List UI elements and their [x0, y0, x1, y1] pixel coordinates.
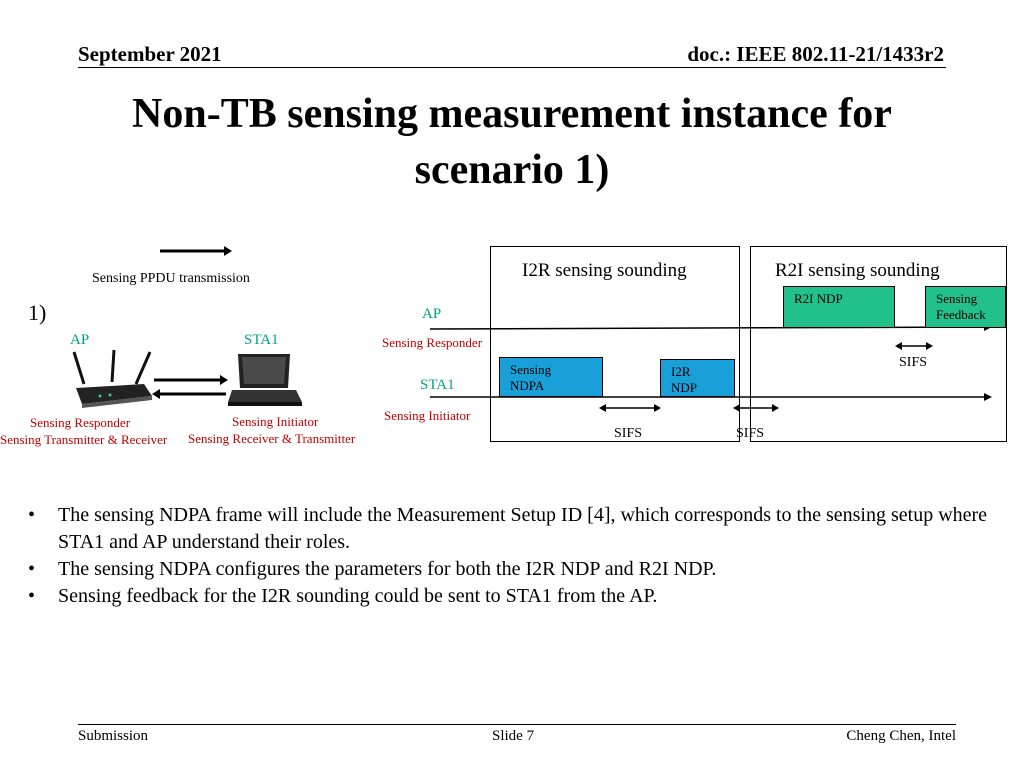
slide-title: Non-TB sensing measurement instance for …	[0, 86, 1024, 198]
i2r-ndp-line2: NDP	[671, 380, 698, 395]
i2r-ndp-frame: I2R NDP	[660, 359, 735, 397]
sensing-feedback-line2: Feedback	[936, 307, 986, 322]
footer-left: Submission	[78, 728, 149, 744]
bullet-item: •The sensing NDPA configures the paramet…	[28, 558, 717, 580]
sifs-label-1: SIFS	[614, 426, 643, 441]
header-date: September 2021	[78, 42, 222, 66]
sifs-marker-3-icon	[895, 342, 933, 350]
header-divider	[78, 67, 946, 68]
footer-divider	[78, 724, 956, 725]
footer-author: Cheng Chen, Intel	[846, 728, 956, 744]
legend-arrow-icon	[160, 246, 232, 256]
bullet-item: •Sensing feedback for the I2R sounding c…	[28, 585, 658, 607]
sifs-marker-2-icon	[733, 404, 779, 412]
bullet-text-1: The sensing NDPA frame will include the …	[58, 504, 988, 553]
scenario-number: 1)	[28, 300, 47, 325]
r2i-ndp-label: R2I NDP	[794, 291, 843, 306]
ap-time-axis	[430, 326, 987, 330]
scenario-sta-role2: Sensing Receiver & Transmitter	[188, 431, 356, 446]
bullet-text-2: The sensing NDPA configures the paramete…	[58, 558, 717, 580]
timeline-sta-role: Sensing Initiator	[384, 408, 471, 423]
legend-label: Sensing PPDU transmission	[92, 271, 250, 286]
sensing-feedback-line1: Sensing	[936, 291, 978, 306]
r2i-sounding-title: R2I sensing sounding	[775, 260, 940, 281]
timeline-sta-label: STA1	[420, 377, 455, 393]
header-doc-id: doc.: IEEE 802.11-21/1433r2	[687, 42, 944, 66]
slide-title-line1: Non-TB sensing measurement instance for	[132, 91, 892, 137]
sifs-label-2: SIFS	[736, 426, 765, 441]
ap-sta-exchange-arrows-icon	[152, 375, 228, 399]
slide-title-line2: scenario 1)	[414, 147, 610, 193]
i2r-sounding-box	[490, 246, 740, 442]
sensing-ndpa-line2: NDPA	[510, 378, 545, 393]
scenario-ap-role: Sensing Responder	[30, 415, 131, 430]
sensing-ndpa-frame: Sensing NDPA	[499, 357, 603, 397]
router-icon	[72, 349, 152, 408]
bullet-text-3: Sensing feedback for the I2R sounding co…	[58, 585, 658, 607]
r2i-ndp-frame: R2I NDP	[783, 286, 895, 328]
r2i-sounding-box	[750, 246, 1007, 442]
scenario-ap-role2: Sensing Transmitter & Receiver	[0, 432, 168, 447]
scenario-sta-role: Sensing Initiator	[232, 414, 319, 429]
laptop-icon	[228, 354, 302, 406]
sifs-label-3: SIFS	[899, 355, 928, 370]
i2r-sounding-title: I2R sensing sounding	[522, 260, 687, 281]
sensing-ndpa-line1: Sensing	[510, 362, 552, 377]
bullet-list: •The sensing NDPA frame will include the…	[28, 502, 1018, 610]
bullet-item: •The sensing NDPA frame will include the…	[28, 504, 988, 553]
scenario-sta-label: STA1	[244, 332, 279, 348]
sensing-feedback-frame: Sensing Feedback	[925, 286, 1006, 328]
timeline-ap-label: AP	[422, 306, 442, 322]
scenario-ap-label: AP	[70, 332, 90, 348]
timeline-ap-role: Sensing Responder	[382, 335, 483, 350]
i2r-ndp-line1: I2R	[671, 364, 691, 379]
slide-number: Slide 7	[492, 728, 535, 744]
sifs-marker-1-icon	[599, 404, 661, 412]
